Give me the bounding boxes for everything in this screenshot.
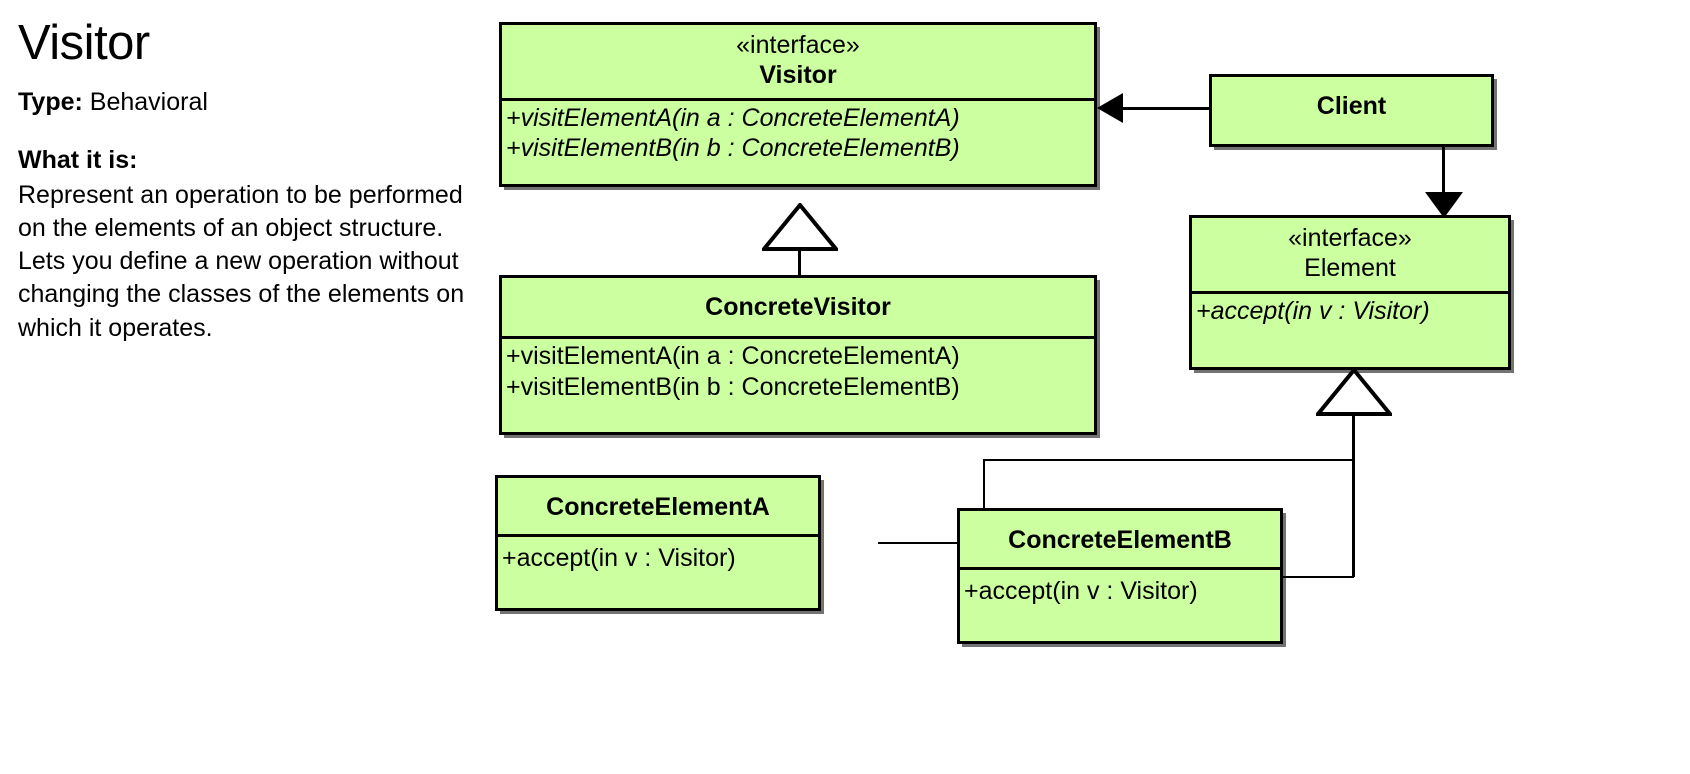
pattern-type-line: Type: Behavioral <box>18 87 488 117</box>
connector-client-visitor-arrowhead <box>1097 93 1123 123</box>
class-name: Element <box>1304 253 1396 282</box>
operation-row: +visitElementA(in a : ConcreteElementA) <box>506 342 960 370</box>
class-box-visitor[interactable]: «interface» Visitor +visitElementA(in a … <box>499 22 1097 187</box>
stereotype-label: «interface» <box>736 31 860 59</box>
class-box-client[interactable]: Client <box>1209 74 1494 147</box>
class-operations-concrete-visitor: +visitElementA(in a : ConcreteElementA) … <box>502 339 1094 406</box>
operation-row: +visitElementA(in a : ConcreteElementA) <box>506 103 960 132</box>
operation-row: +accept(in v : Visitor) <box>964 577 1198 605</box>
class-header-element: «interface» Element <box>1192 218 1508 291</box>
what-it-is-label: What it is: <box>18 146 138 175</box>
operation-row: +accept(in v : Visitor) <box>1196 296 1430 325</box>
generalization-triangle-element <box>1316 368 1392 416</box>
pattern-info-panel: Visitor Type: Behavioral What it is: Rep… <box>18 16 488 345</box>
connector-elementb-seg1 <box>1282 576 1354 578</box>
class-name: ConcreteVisitor <box>705 293 891 321</box>
class-operations-element: +accept(in v : Visitor) <box>1192 294 1508 331</box>
class-name: ConcreteElementB <box>1008 526 1232 554</box>
connector-concretevisitor-stem <box>798 247 801 275</box>
connector-element-trunk <box>1352 412 1355 577</box>
stereotype-label: «interface» <box>1288 224 1412 252</box>
class-name: Visitor <box>759 60 837 89</box>
class-header-visitor: «interface» Visitor <box>502 25 1094 98</box>
compartment-divider <box>960 567 1280 570</box>
class-header-concrete-element-b: ConcreteElementB <box>960 511 1280 567</box>
connector-client-element-arrowhead <box>1425 192 1463 218</box>
what-it-is-text: Represent an operation to be performed o… <box>18 180 465 342</box>
compartment-divider <box>1192 290 1508 294</box>
pattern-type-value: Behavioral <box>89 88 208 117</box>
operation-row: +accept(in v : Visitor) <box>502 544 736 572</box>
connector-client-element-line <box>1442 147 1445 204</box>
pattern-type-label: Type: <box>18 88 83 117</box>
operation-row: +visitElementB(in b : ConcreteElementB) <box>506 372 960 401</box>
class-box-concrete-element-a[interactable]: ConcreteElementA +accept(in v : Visitor) <box>495 475 821 611</box>
connector-elementa-seg2 <box>983 459 985 544</box>
class-name: Client <box>1316 92 1387 120</box>
class-header-concrete-visitor: ConcreteVisitor <box>502 278 1094 336</box>
compartment-divider <box>498 534 818 537</box>
class-box-concrete-visitor[interactable]: ConcreteVisitor +visitElementA(in a : Co… <box>499 275 1097 435</box>
class-box-concrete-element-b[interactable]: ConcreteElementB +accept(in v : Visitor) <box>957 508 1283 644</box>
generalization-triangle-concretevisitor <box>762 203 838 251</box>
page-title: Visitor <box>18 16 150 70</box>
connector-client-visitor-line <box>1123 107 1213 110</box>
class-operations-visitor: +visitElementA(in a : ConcreteElementA) … <box>502 101 1094 168</box>
compartment-divider <box>502 97 1094 101</box>
connector-elementa-seg1 <box>878 542 985 544</box>
class-header-concrete-element-a: ConcreteElementA <box>498 478 818 534</box>
connector-elementa-seg3 <box>983 459 1354 461</box>
class-header-client: Client <box>1212 77 1491 129</box>
class-operations-concrete-element-b: +accept(in v : Visitor) <box>960 570 1280 611</box>
class-operations-concrete-element-a: +accept(in v : Visitor) <box>498 537 818 578</box>
class-box-element[interactable]: «interface» Element +accept(in v : Visit… <box>1189 215 1511 370</box>
compartment-divider <box>502 336 1094 339</box>
operation-row: +visitElementB(in b : ConcreteElementB) <box>506 134 960 163</box>
class-name: ConcreteElementA <box>546 493 770 521</box>
